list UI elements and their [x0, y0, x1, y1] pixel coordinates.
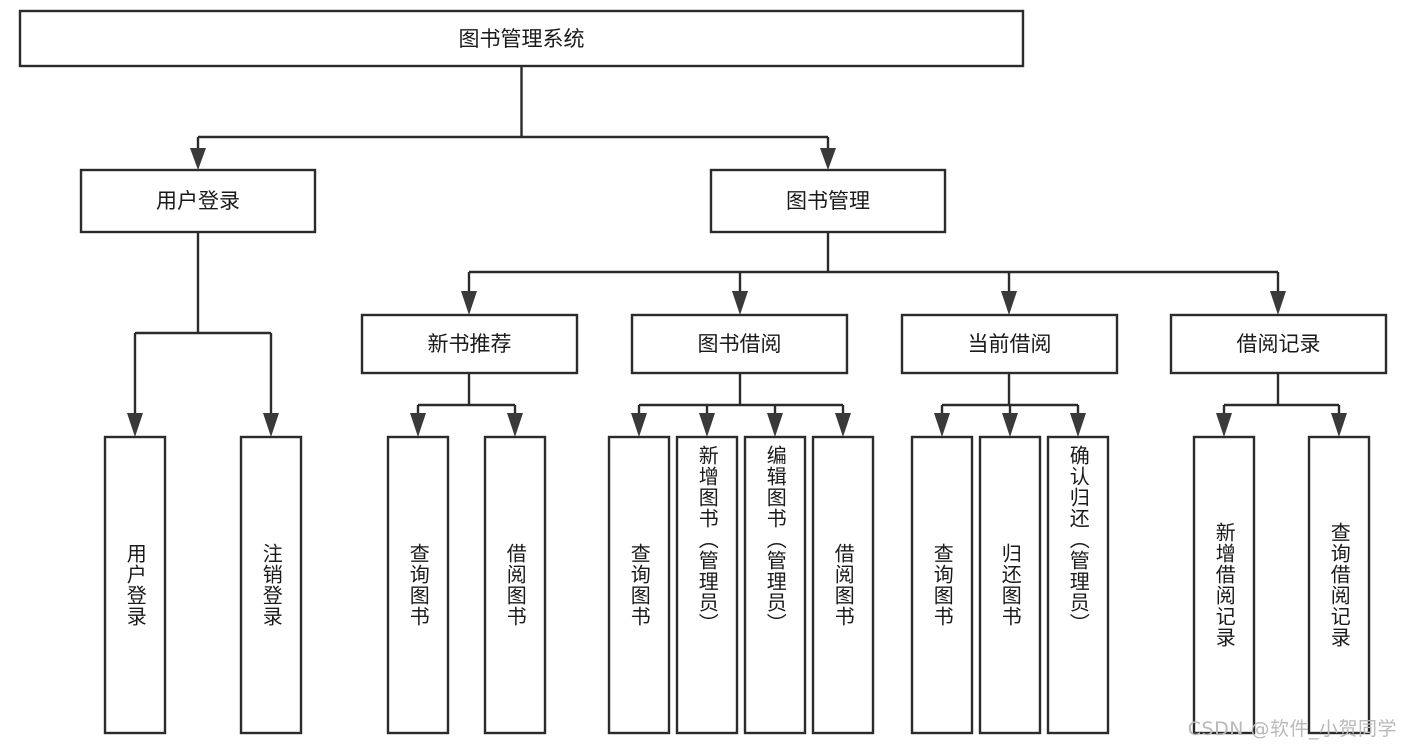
node-book-manage-box[interactable]	[709, 168, 947, 234]
arrowhead-leaf-user-logout	[263, 413, 279, 437]
leaf-query-book-3-box[interactable]	[910, 435, 974, 735]
node-borrow-record-label: 借阅记录	[1237, 332, 1321, 356]
connector-group-book-borrow	[631, 373, 851, 437]
csdn-watermark: CSDN @软件_小贺同学	[1187, 718, 1397, 740]
leaf-edit-book-box[interactable]	[743, 435, 807, 735]
node-book-manage[interactable]: 图书管理	[709, 168, 947, 234]
node-root[interactable]: 图书管理系统	[18, 9, 1025, 68]
node-borrow-record-box[interactable]	[1169, 313, 1388, 375]
node-new-book-recommend-box[interactable]	[360, 313, 579, 375]
node-book-borrow-box[interactable]	[630, 313, 849, 375]
arrowhead-current-borrow	[1001, 291, 1017, 315]
arrowhead-leaf-return-book	[1002, 413, 1018, 437]
node-book-borrow-label: 图书借阅	[698, 332, 782, 356]
arrowhead-leaf-confirm-return	[1070, 413, 1086, 437]
leaf-add-book-box[interactable]	[675, 435, 739, 735]
arrowhead-book-borrow	[732, 291, 748, 315]
arrowhead-leaf-query-book-3	[934, 413, 950, 437]
connector-group-current-borrow	[934, 373, 1086, 437]
connector-group-book-manage	[461, 232, 1286, 315]
arrowhead-leaf-add-book	[699, 413, 715, 437]
leaf-confirm-return-box[interactable]	[1046, 435, 1110, 735]
arrowhead-leaf-user-login	[127, 413, 143, 437]
leaf-box-group	[103, 435, 1371, 735]
node-current-borrow-box[interactable]	[900, 313, 1119, 375]
leaf-query-record-box[interactable]	[1307, 435, 1371, 735]
arrowhead-new-book-recommend	[461, 291, 477, 315]
node-root-box[interactable]	[18, 9, 1025, 68]
node-user-login-label: 用户登录	[156, 189, 240, 213]
arrowhead-leaf-query-record	[1331, 413, 1347, 437]
arrowhead-leaf-query-book-2	[631, 413, 647, 437]
arrowhead-user-login	[190, 148, 206, 170]
arrowhead-borrow-record	[1270, 291, 1286, 315]
arrowhead-leaf-query-book-1	[410, 413, 426, 437]
connector-group-root	[190, 66, 836, 170]
node-current-borrow[interactable]: 当前借阅	[900, 313, 1119, 375]
leaf-add-record-box[interactable]	[1192, 435, 1256, 735]
connector-group-user-login	[127, 232, 279, 437]
node-user-login-box[interactable]	[79, 168, 317, 234]
arrowhead-leaf-edit-book	[767, 413, 783, 437]
node-borrow-record[interactable]: 借阅记录	[1169, 313, 1388, 375]
leaf-borrow-book-1-box[interactable]	[483, 435, 547, 735]
connector-group-borrow-record	[1216, 373, 1347, 437]
node-new-book-recommend[interactable]: 新书推荐	[360, 313, 579, 375]
leaf-user-login-box[interactable]	[103, 435, 167, 735]
node-root-label: 图书管理系统	[459, 27, 585, 51]
node-new-book-recommend-label: 新书推荐	[428, 332, 512, 356]
leaf-query-book-1-box[interactable]	[386, 435, 450, 735]
connector-group-new-book-recommend	[410, 373, 523, 437]
arrowhead-book-manage	[820, 148, 836, 170]
arrowhead-leaf-borrow-book-2	[835, 413, 851, 437]
leaf-return-book-box[interactable]	[978, 435, 1042, 735]
arrowhead-leaf-borrow-book-1	[507, 413, 523, 437]
leaf-query-book-2-box[interactable]	[607, 435, 671, 735]
node-current-borrow-label: 当前借阅	[968, 332, 1052, 356]
leaf-borrow-book-2-box[interactable]	[811, 435, 875, 735]
node-book-manage-label: 图书管理	[786, 189, 870, 213]
node-book-borrow[interactable]: 图书借阅	[630, 313, 849, 375]
node-user-login[interactable]: 用户登录	[79, 168, 317, 234]
leaf-user-logout-box[interactable]	[239, 435, 303, 735]
arrowhead-leaf-add-record	[1216, 413, 1232, 437]
